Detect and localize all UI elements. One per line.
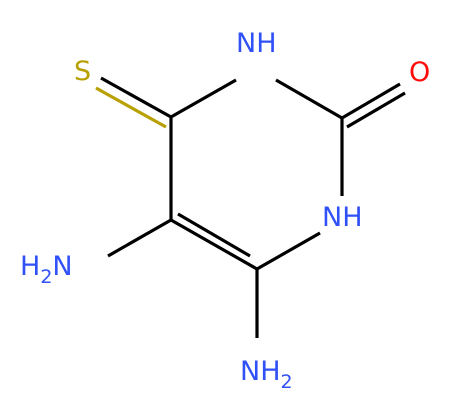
atom-sulfur: S <box>74 56 91 87</box>
bonds <box>95 76 406 338</box>
bond-c2-o-2 <box>346 91 406 129</box>
atom-n1: NH <box>322 202 363 233</box>
amine-6-subscript: 2 <box>281 371 293 393</box>
atom-labels: S O NH NH H2N NH2 <box>20 28 430 393</box>
atom-amine-6: NH2 <box>240 356 293 393</box>
amine-5-h: H <box>20 251 40 282</box>
bond-c2-o-1 <box>341 82 401 120</box>
amine-5-subscript: 2 <box>40 266 52 288</box>
bond-c4-s-2 <box>95 86 167 129</box>
atom-n3: NH <box>236 28 277 59</box>
atom-oxygen: O <box>409 57 430 88</box>
amine-6-nh: NH <box>240 356 281 387</box>
amine-5-n: N <box>52 251 72 282</box>
bond-c4-n3 <box>170 78 237 119</box>
bond-n1-c6 <box>256 231 321 271</box>
bond-c6-c5-2 <box>177 212 251 258</box>
bond-c6-c5-1 <box>170 218 258 271</box>
bond-c4-s-1 <box>100 76 172 119</box>
bond-c5-amine <box>107 218 172 258</box>
bond-n3-c2 <box>275 78 343 120</box>
atom-amine-5: H2N <box>20 251 73 288</box>
